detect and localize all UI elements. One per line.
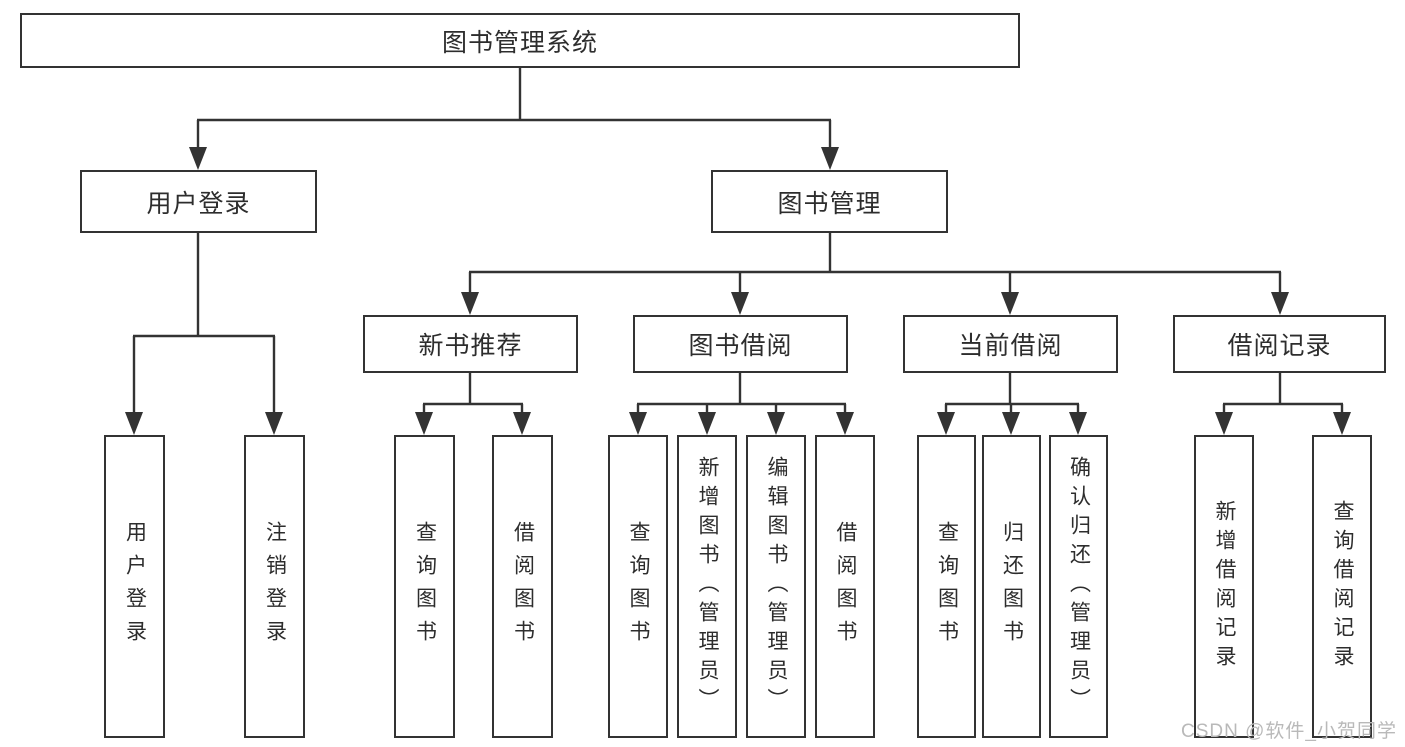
- leaf-query-borrow-record-label: 查询借阅记录: [1331, 499, 1354, 674]
- leaf-confirm-return-admin: 确认归还（管理员）: [1049, 435, 1108, 738]
- leaf-current-query-book-label: 查询图书: [935, 520, 959, 653]
- node-current-borrowing: 当前借阅: [903, 315, 1118, 373]
- leaf-borrowing-query-book-label: 查询图书: [627, 520, 650, 653]
- leaf-add-borrow-record-label: 新增借阅记录: [1213, 499, 1236, 674]
- leaf-confirm-return-admin-label: 确认归还（管理员）: [1067, 456, 1091, 717]
- leaf-current-query-book: 查询图书: [917, 435, 976, 738]
- leaf-recommend-borrow-book: 借阅图书: [492, 435, 553, 738]
- leaf-edit-book-admin: 编辑图书（管理员）: [746, 435, 806, 738]
- leaf-add-book-admin: 新增图书（管理员）: [677, 435, 737, 738]
- node-root-label: 图书管理系统: [441, 28, 598, 57]
- csdn-watermark: CSDN @软件_小贺同学: [1181, 721, 1397, 742]
- node-current-borrowing-label: 当前借阅: [958, 332, 1063, 360]
- leaf-recommend-borrow-book-label: 借阅图书: [511, 520, 535, 653]
- node-borrowing-records-label: 借阅记录: [1227, 332, 1332, 360]
- leaf-return-book-label: 归还图书: [1000, 520, 1024, 653]
- node-book-management-label: 图书管理: [777, 189, 882, 218]
- leaf-add-borrow-record: 新增借阅记录: [1194, 435, 1254, 738]
- leaf-edit-book-admin-label: 编辑图书（管理员）: [765, 456, 788, 717]
- leaf-recommend-query-book: 查询图书: [394, 435, 455, 738]
- leaf-user-login: 用户登录: [104, 435, 165, 738]
- leaf-borrowing-borrow-book: 借阅图书: [815, 435, 875, 738]
- leaf-query-borrow-record: 查询借阅记录: [1312, 435, 1372, 738]
- leaf-borrowing-borrow-book-label: 借阅图书: [834, 520, 857, 653]
- node-new-book-recommend-label: 新书推荐: [418, 332, 523, 360]
- node-book-management: 图书管理: [711, 170, 948, 233]
- node-borrowing-records: 借阅记录: [1173, 315, 1386, 373]
- node-user-login-label: 用户登录: [146, 189, 251, 218]
- leaf-add-book-admin-label: 新增图书（管理员）: [696, 456, 719, 717]
- leaf-user-login-label: 用户登录: [123, 520, 147, 653]
- node-user-login: 用户登录: [80, 170, 317, 233]
- node-root: 图书管理系统: [20, 13, 1020, 68]
- node-book-borrowing-label: 图书借阅: [688, 332, 793, 360]
- node-book-borrowing: 图书借阅: [633, 315, 848, 373]
- leaf-recommend-query-book-label: 查询图书: [413, 520, 437, 653]
- leaf-logout: 注销登录: [244, 435, 305, 738]
- leaf-return-book: 归还图书: [982, 435, 1041, 738]
- leaf-borrowing-query-book: 查询图书: [608, 435, 668, 738]
- node-new-book-recommend: 新书推荐: [363, 315, 578, 373]
- leaf-logout-label: 注销登录: [263, 520, 287, 653]
